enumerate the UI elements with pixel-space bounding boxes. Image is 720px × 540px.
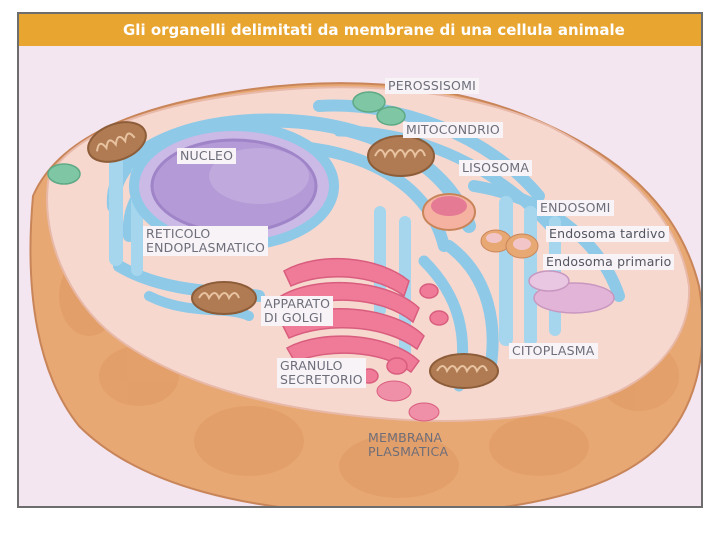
label-citoplasma: CITOPLASMA (509, 343, 598, 359)
label-lisosoma: LISOSOMA (459, 160, 533, 176)
late-endosome (480, 229, 539, 259)
cell-illustration (29, 82, 701, 506)
secretory-granule (376, 380, 412, 402)
label-membrana-plasmatica: MEMBRANA PLASMATICA (365, 430, 451, 460)
label-line: PLASMATICA (368, 444, 449, 459)
diagram-frame: Gli organelli delimitati da membrane di … (17, 12, 703, 508)
secretory-granule (408, 402, 440, 422)
label-perossisomi: PEROSSISOMI (385, 78, 479, 94)
mitochondrion (87, 121, 147, 163)
label-apparato-golgi: APPARATO DI GOLGI (261, 296, 334, 326)
diagram-title: Gli organelli delimitati da membrane di … (19, 14, 701, 46)
label-line: DI GOLGI (264, 310, 323, 325)
label-endosoma-tardivo: Endosoma tardivo (546, 226, 669, 242)
label-line: GRANULO (280, 358, 343, 373)
mitochondrion (429, 353, 499, 389)
label-line: ENDOPLASMATICO (146, 240, 266, 255)
label-line: APPARATO (264, 296, 331, 311)
label-nucleo: NUCLEO (177, 148, 237, 164)
golgi-apparatus (280, 257, 449, 384)
label-mitocondrio: MITOCONDRIO (403, 122, 503, 138)
label-endosoma-primario: Endosoma primario (543, 254, 675, 270)
label-line: SECRETORIO (280, 372, 363, 387)
label-endosomi: ENDOSOMI (537, 200, 614, 216)
peroxisome (47, 91, 406, 185)
label-granulo-secretorio: GRANULO SECRETORIO (277, 358, 366, 388)
mitochondrion (367, 135, 435, 177)
mitochondrion (191, 281, 257, 315)
label-line: RETICOLO (146, 226, 211, 241)
label-reticolo-endoplasmatico: RETICOLO ENDOPLASMATICO (143, 226, 269, 256)
label-line: MEMBRANA (368, 430, 443, 445)
primary-endosome (528, 270, 615, 314)
